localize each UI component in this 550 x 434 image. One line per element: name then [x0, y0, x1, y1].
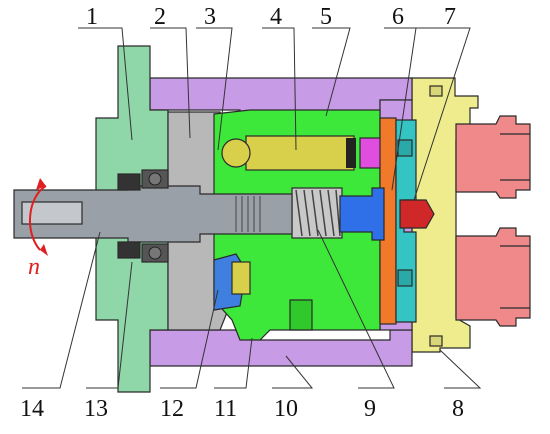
end-cover-bolt — [429, 85, 443, 97]
shaft-seal — [117, 173, 141, 191]
piston-ring — [346, 138, 356, 168]
callouts-top: 1 2 3 4 5 6 7 — [86, 4, 456, 30]
callout-1: 1 — [86, 4, 98, 30]
callout-13: 13 — [84, 396, 108, 422]
callout-6: 6 — [392, 4, 404, 30]
callout-14: 14 — [20, 396, 44, 422]
center-plug — [399, 199, 435, 229]
callout-10: 10 — [274, 396, 298, 422]
port-plate-slot-lower — [397, 269, 413, 287]
retainer-guide — [231, 261, 251, 295]
end-cover-bolt-lower — [429, 335, 443, 347]
callout-8: 8 — [452, 396, 464, 422]
bearing-ball-lower — [148, 246, 162, 260]
callouts-bottom: 14 13 12 11 10 9 8 — [20, 396, 464, 422]
shaft-keyway — [21, 201, 83, 225]
callout-3: 3 — [204, 4, 216, 30]
piston-ball-joint — [221, 138, 251, 168]
callout-9: 9 — [364, 396, 376, 422]
callout-11: 11 — [214, 396, 237, 422]
shaft-seal-lower — [117, 241, 141, 259]
lower-port-fitting — [455, 227, 531, 327]
shaft-spline — [235, 196, 261, 232]
callout-4: 4 — [270, 4, 282, 30]
slipper — [359, 137, 383, 169]
leader-lines-bottom — [22, 229, 482, 389]
spring-piston — [339, 187, 385, 241]
port-plate-slot — [397, 139, 413, 157]
callout-12: 12 — [160, 396, 184, 422]
piston — [245, 135, 355, 171]
bearing-ball — [148, 172, 162, 186]
callout-2: 2 — [154, 4, 166, 30]
rotation-label: n — [28, 254, 40, 280]
rotation-arrow — [28, 178, 48, 256]
spring-coils — [295, 189, 341, 237]
callout-7: 7 — [444, 4, 456, 30]
upper-port-fitting — [455, 115, 531, 199]
cylinder-block-step — [289, 299, 313, 331]
leader-lines-top — [78, 27, 471, 201]
pump-housing-lower — [149, 329, 413, 367]
callout-5: 5 — [320, 4, 332, 30]
